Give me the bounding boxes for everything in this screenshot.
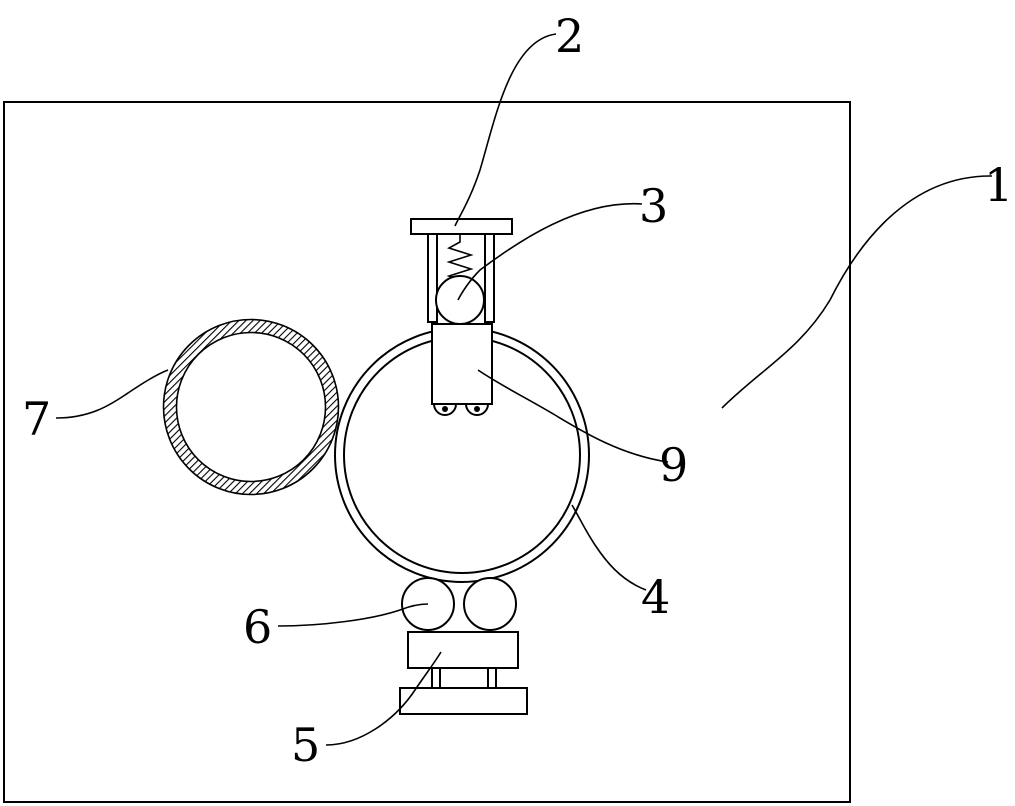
housing-frame — [3, 101, 851, 803]
label-6: 6 — [243, 600, 272, 654]
label-3: 3 — [639, 179, 668, 233]
leader-lines — [55, 33, 993, 746]
label-1: 1 — [984, 158, 1013, 212]
bottom-base — [399, 631, 528, 715]
label-5: 5 — [291, 718, 320, 772]
label-2: 2 — [555, 9, 584, 63]
top-roller — [435, 275, 485, 325]
label-4: 4 — [641, 570, 670, 624]
inner-block — [431, 323, 493, 416]
hatched-roll — [162, 318, 340, 496]
label-7: 7 — [22, 392, 51, 446]
label-9: 9 — [659, 438, 688, 492]
